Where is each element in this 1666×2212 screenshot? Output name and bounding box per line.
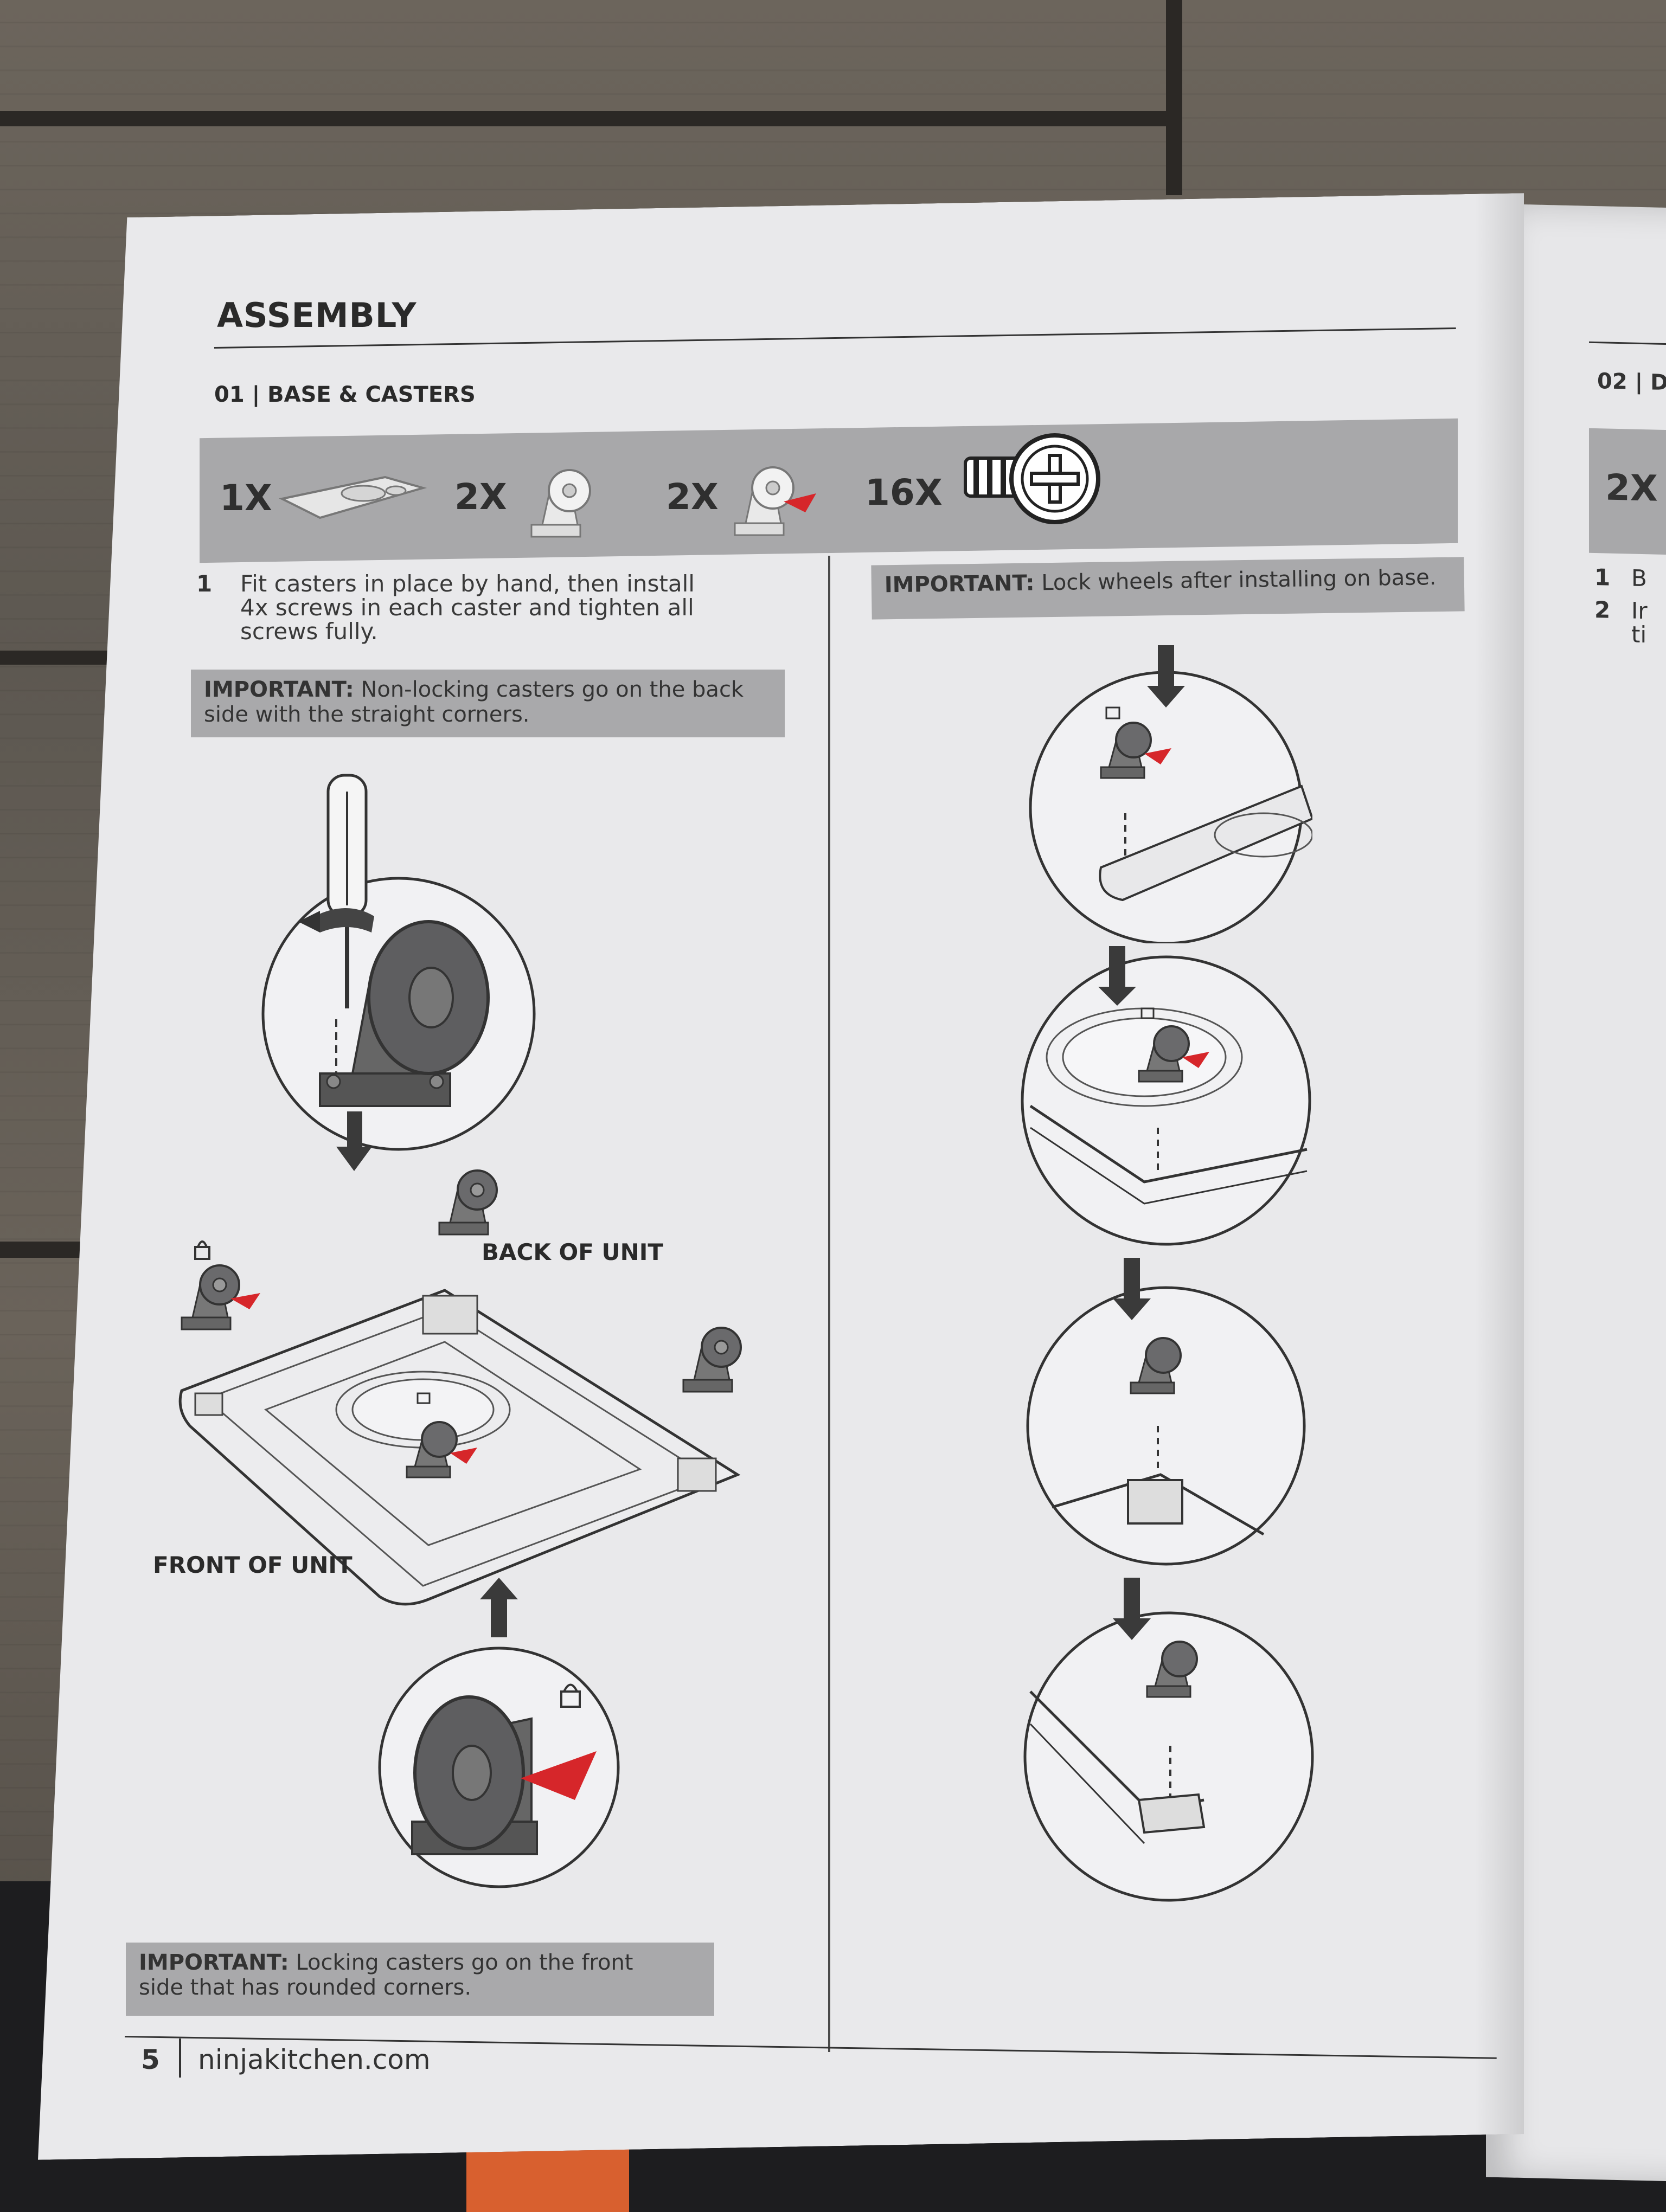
- right-page-step2-num: 2: [1594, 596, 1611, 623]
- step-1-text: Fit casters in place by hand, then insta…: [240, 570, 695, 597]
- step-1-text: screws fully.: [240, 618, 378, 645]
- important-text: Locking casters go on the front: [289, 1950, 633, 1975]
- base-unit-illustration: [178, 1289, 741, 1606]
- important-text: side with the straight corners.: [204, 702, 530, 727]
- important-label: IMPORTANT:: [884, 570, 1035, 598]
- screw-icon: [964, 433, 1100, 524]
- section-title: 01 | BASE & CASTERS: [214, 382, 476, 407]
- part-qty-base: 1X: [220, 477, 272, 519]
- right-page-step2-text: Ir: [1631, 597, 1648, 625]
- caster-step-circle-4: [1023, 1578, 1314, 1902]
- page-number: 5: [141, 2044, 160, 2075]
- right-page-step1-text: B: [1631, 564, 1647, 592]
- website-link: ninjakitchen.com: [198, 2044, 431, 2075]
- column-divider: [828, 556, 830, 2052]
- part-qty-screw: 16X: [865, 472, 943, 513]
- important-note-back: IMPORTANT: Non-locking casters go on the…: [191, 670, 785, 737]
- important-text: Non-locking casters go on the back: [354, 677, 744, 702]
- part-qty-locking-caster: 2X: [666, 476, 719, 518]
- right-page-section: 02 | D: [1597, 369, 1666, 396]
- important-label: IMPORTANT:: [139, 1950, 289, 1975]
- table-board-gap: [0, 111, 1182, 126]
- important-text: Lock wheels after installing on base.: [1034, 565, 1437, 596]
- right-page-step2-text: ti: [1631, 621, 1647, 648]
- locking-caster-detail-illustration: [378, 1578, 620, 1888]
- important-label: IMPORTANT:: [204, 677, 354, 702]
- loose-locking-caster: [181, 1240, 260, 1330]
- footer-separator: [179, 2039, 181, 2078]
- right-page-qty: 2X: [1605, 466, 1658, 510]
- step-1-number: 1: [196, 570, 213, 597]
- locking-caster-icon: [734, 466, 816, 536]
- step-1-text: 4x screws in each caster and tighten all: [240, 594, 694, 621]
- label-back-of-unit: BACK OF UNIT: [482, 1239, 664, 1265]
- important-text: side that has rounded corners.: [139, 1975, 472, 2000]
- caster-icon: [530, 469, 591, 538]
- loose-caster-right: [682, 1327, 742, 1393]
- right-page-rule: [1589, 341, 1666, 346]
- table-board-gap: [1166, 0, 1182, 195]
- caster-step-circle-1: [1029, 645, 1312, 943]
- caster-screwdriver-illustration: [261, 774, 536, 1171]
- base-tray-icon: [278, 475, 427, 519]
- right-page-step1-num: 1: [1594, 564, 1611, 591]
- loose-caster-back: [438, 1169, 498, 1236]
- caster-step-circle-3: [1026, 1258, 1306, 1566]
- caster-step-circle-2: [1021, 946, 1311, 1246]
- part-qty-caster: 2X: [454, 476, 507, 518]
- important-note-lock: IMPORTANT: Lock wheels after installing …: [871, 557, 1465, 620]
- label-front-of-unit: FRONT OF UNIT: [153, 1552, 353, 1578]
- important-note-front: IMPORTANT: Locking casters go on the fro…: [126, 1943, 714, 2016]
- page-title: ASSEMBLY: [217, 295, 417, 335]
